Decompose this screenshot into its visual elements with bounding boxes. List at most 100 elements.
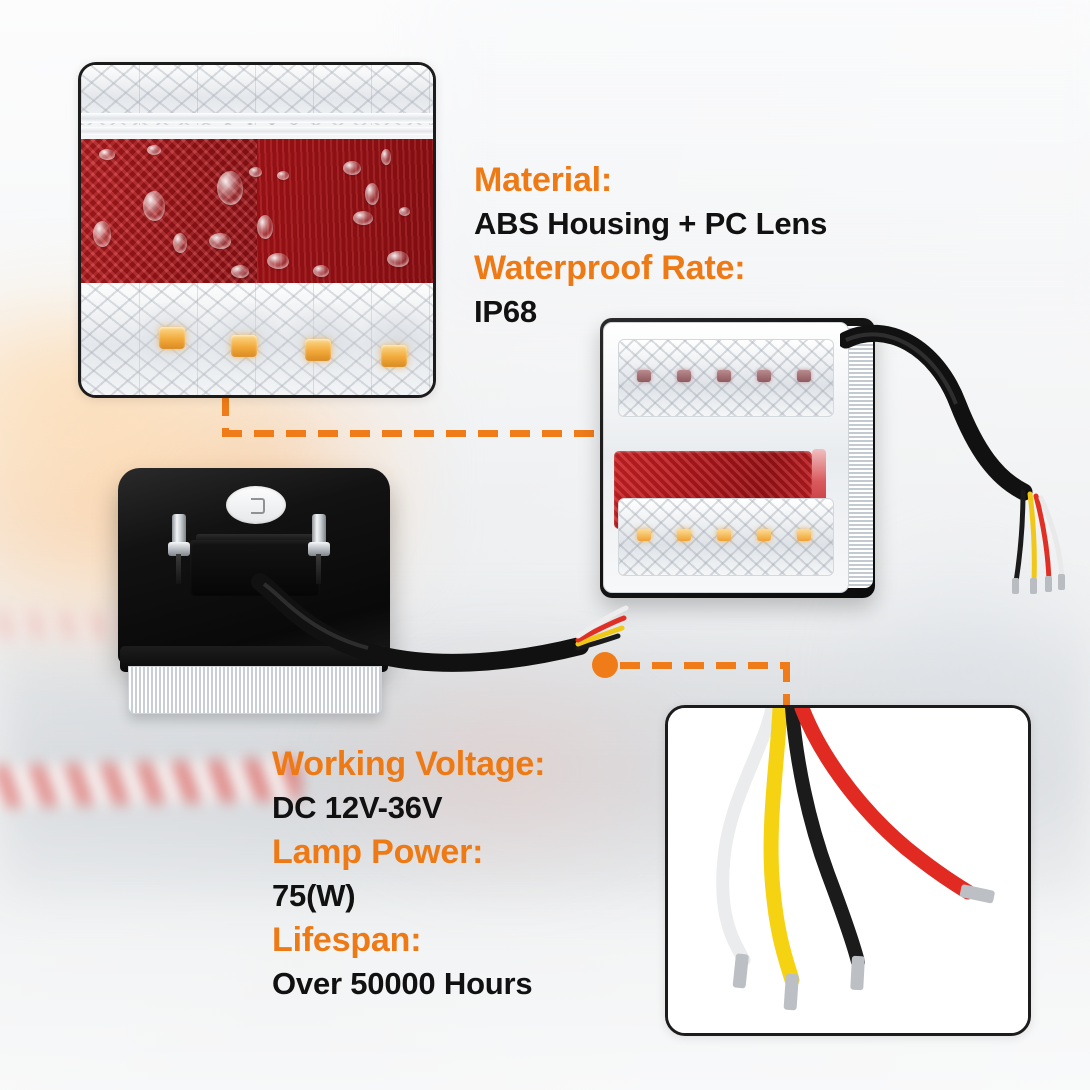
spec-value-lifespan: Over 50000 Hours [272,966,533,1001]
water-droplet [387,251,409,267]
water-droplet [353,211,373,225]
callout-leader-horizontal-top [222,430,734,437]
led-chip [717,370,731,382]
lamp-cable-harness [840,324,1065,594]
water-droplet [143,191,165,221]
bolt-stem [312,514,326,548]
water-droplet [231,265,249,278]
back-cable-harness [251,573,629,672]
lamp-side-ribs [847,326,873,588]
spec-value-lamp-power: 75(W) [272,878,356,913]
spec-value-material: ABS Housing + PC Lens [474,206,828,241]
spec-block-top: Material: ABS Housing + PC Lens Waterpro… [474,158,827,334]
wire-tip-red [959,884,995,904]
led-chip [757,370,771,382]
led-chip [637,529,651,541]
wire-tip-white [732,953,749,989]
bolt-stem [172,514,186,548]
spec-value-waterproof: IP68 [474,294,537,329]
pigtail-white [1038,495,1065,581]
water-droplet [343,161,361,175]
led-chip [797,529,811,541]
spec-key-lamp-power: Lamp Power: [272,833,484,871]
cable-highlight [845,332,958,405]
led-chip [637,370,651,382]
spec-key-material: Material: [474,161,613,199]
amber-led-chip [381,345,407,367]
wire-tip [1030,578,1037,594]
water-droplet [381,149,391,165]
product-back-view [118,468,390,716]
wire-tip-black [850,955,865,991]
bolt-head [308,542,330,556]
led-chip [717,529,731,541]
back-recess-lip [196,534,314,544]
amber-led-chip [231,335,257,357]
spec-key-waterproof: Waterproof Rate: [474,249,746,287]
cable-highlight [262,582,369,650]
wire-tip [1012,578,1019,594]
background-sky-blur [430,0,1090,310]
water-droplet [99,149,115,160]
wire-harness-photo [668,708,1028,1033]
water-droplet [173,233,187,253]
wire-tip [1045,576,1052,592]
water-droplet [217,171,243,205]
detail-box-reflector-macro [78,62,436,398]
callout-leader-vertical-bottom [783,662,790,720]
callout-leader-vertical-top [222,396,229,436]
wire-yellow [763,708,800,988]
wire-tip [1058,574,1065,590]
water-droplet [313,265,329,277]
lens-trim-bar-top [81,113,433,123]
mounting-bolt-left [168,514,190,584]
led-chip [677,529,691,541]
back-lens-ribs [128,666,382,714]
led-chip [677,370,691,382]
bolt-thread-tail [316,554,321,584]
wire-tip-yellow [783,973,799,1011]
spec-key-working-voltage: Working Voltage: [272,745,546,783]
water-droplet [147,145,161,155]
callout-dot-harness [592,652,618,678]
wire-black [785,708,865,969]
water-droplet [257,215,273,239]
water-droplet [249,167,262,177]
mounting-bolt-right [308,514,330,584]
spec-block-bottom: Working Voltage: DC 12V-36V Lamp Power: … [272,742,545,1006]
water-droplet [277,171,289,180]
wire-harness-illustration [716,708,995,1011]
amber-led-chip [305,339,331,361]
led-chip [797,370,811,382]
callout-leader-horizontal-bottom [620,662,790,669]
water-droplet [267,253,289,269]
detail-box-wire-harness [665,705,1031,1036]
water-droplet [93,221,111,247]
water-droplet [209,233,231,249]
pigtail-red [575,615,627,643]
led-chip [757,529,771,541]
bolt-thread-tail [176,554,181,584]
main-cable-sheath [840,324,1033,501]
bolt-head [168,542,190,556]
water-droplet [399,207,410,216]
pigtail-red [1033,493,1052,583]
led-row-bottom [618,498,834,576]
lamp-clear-lens-face [603,322,849,593]
lens-trim-bar-top-2 [81,127,433,135]
spec-value-working-voltage: DC 12V-36V [272,790,443,825]
product-front-view [600,318,875,598]
amber-led-chip [159,327,185,349]
wire-red [794,708,976,900]
pigtail-black [575,633,621,651]
wire-white-shade [716,708,779,967]
pigtail-yellow [575,625,625,647]
pigtail-black [1013,489,1026,585]
pigtail-white [575,605,629,639]
product-label-oval [226,486,286,524]
spec-key-lifespan: Lifespan: [272,921,422,959]
water-droplet [365,183,379,205]
pigtail-yellow [1027,491,1037,585]
led-row-top [618,339,834,417]
